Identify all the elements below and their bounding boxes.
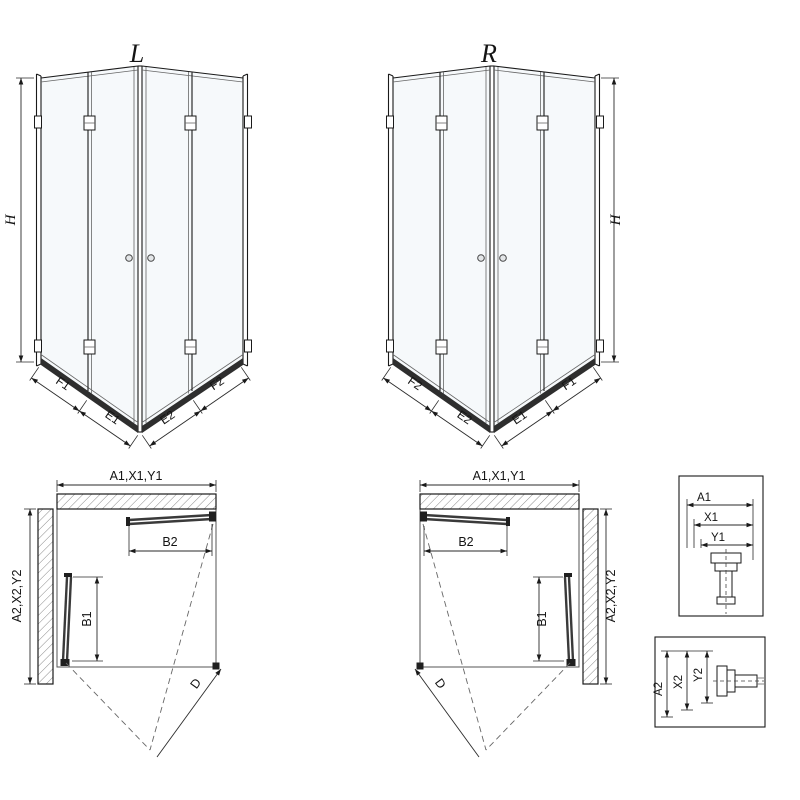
view-label-right: R xyxy=(480,39,497,68)
bifold-door-top-open xyxy=(126,511,216,526)
height-dim-label: H xyxy=(608,213,624,226)
door-swing-dashed xyxy=(422,523,571,751)
knob-icon xyxy=(147,254,155,262)
perspective-view-right: R H xyxy=(381,39,624,449)
detail-view-bottom: A2 X2 Y2 xyxy=(653,636,766,728)
wall-side xyxy=(37,508,54,685)
corner-post xyxy=(489,65,495,433)
bottom-dimensions-left-view: F1 E1 E2 F2 xyxy=(29,367,251,449)
door-knobs xyxy=(125,254,155,262)
corner-post-marker xyxy=(212,662,220,670)
dim-label-2: E1 xyxy=(103,407,123,427)
door-end-cap xyxy=(506,517,510,526)
knob-icon xyxy=(125,254,133,262)
height-dimension-right: H xyxy=(601,77,624,363)
dim-label-4: F1 xyxy=(559,373,579,393)
profile-cross-section xyxy=(710,549,742,614)
door-swing-dashed xyxy=(65,523,214,751)
detail-dim-y2: Y2 xyxy=(693,668,705,682)
dim-label-1: F1 xyxy=(53,374,73,394)
bifold-door-top-open xyxy=(420,511,510,526)
height-dim-label: H xyxy=(3,213,19,226)
bottom-dimensions-right-view: F2 E2 E1 F1 xyxy=(381,367,603,449)
profile-cross-section xyxy=(713,665,764,697)
dim-label-4: F2 xyxy=(207,373,227,393)
b2-dim-label: B2 xyxy=(458,535,473,549)
door-pivot-bracket xyxy=(60,659,70,666)
detail-dim-a2: A2 xyxy=(653,682,665,696)
dim-label-3: E2 xyxy=(157,407,177,427)
door-end-cap xyxy=(64,573,72,577)
door-end-cap xyxy=(126,517,130,526)
wall-top xyxy=(419,493,580,510)
view-label-left: L xyxy=(129,39,144,68)
hinges xyxy=(386,115,604,355)
detail-dim-x2: X2 xyxy=(673,675,685,689)
door-pivot-bracket xyxy=(209,511,216,522)
knob-icon xyxy=(499,254,507,262)
width-dim-label: A1,X1,Y1 xyxy=(110,469,163,483)
b2-dim-label: B2 xyxy=(162,535,177,549)
knob-icon xyxy=(477,254,485,262)
corner-post xyxy=(137,65,143,433)
door-end-cap xyxy=(564,573,572,577)
width-dim-label: A1,X1,Y1 xyxy=(473,469,526,483)
dim-label-3: E1 xyxy=(509,407,529,427)
dim-label-2: E2 xyxy=(455,407,475,427)
dimension-b1: B1 xyxy=(72,576,103,662)
b1-dim-label: B1 xyxy=(535,611,549,626)
dimension-b1: B1 xyxy=(533,576,564,662)
hinges xyxy=(34,115,252,355)
top-frame xyxy=(40,65,244,83)
dimension-depth: A2,X2,Y2 xyxy=(10,508,36,685)
dimension-depth: A2,X2,Y2 xyxy=(600,508,618,685)
corner-post-marker xyxy=(416,662,424,670)
bifold-door-side-open xyxy=(563,573,576,666)
depth-dim-label: A2,X2,Y2 xyxy=(10,570,24,623)
dim-label-1: F2 xyxy=(405,374,425,394)
glass-panel-left xyxy=(41,66,138,429)
dimension-width: A1,X1,Y1 xyxy=(419,469,580,492)
dimension-b2: B2 xyxy=(128,524,213,556)
glass-panel-left xyxy=(393,66,490,429)
detail-dim-y1: Y1 xyxy=(711,532,725,544)
detail-dim-x1: X1 xyxy=(704,512,718,524)
depth-dim-label: A2,X2,Y2 xyxy=(604,570,618,623)
wall-top xyxy=(56,493,217,510)
bifold-door-side-open xyxy=(60,573,73,666)
detail-dim-a1: A1 xyxy=(697,492,711,504)
b1-dim-label: B1 xyxy=(80,611,94,626)
perspective-view-left: L H xyxy=(3,39,252,449)
door-pivot-bracket xyxy=(566,659,576,666)
plan-view-left: A1,X1,Y1 A2,X2,Y2 B2 B1 D xyxy=(10,469,222,758)
dimension-b2: B2 xyxy=(423,526,508,556)
door-pivot-bracket xyxy=(420,511,427,522)
door-knobs xyxy=(477,254,507,262)
wall-side xyxy=(582,508,599,685)
plan-view-right: A1,X1,Y1 A2,X2,Y2 B2 B1 D xyxy=(414,469,618,758)
dimension-width: A1,X1,Y1 xyxy=(56,469,217,492)
height-dimension-left: H xyxy=(3,77,34,363)
detail-view-top: A1 X1 Y1 xyxy=(678,475,764,617)
